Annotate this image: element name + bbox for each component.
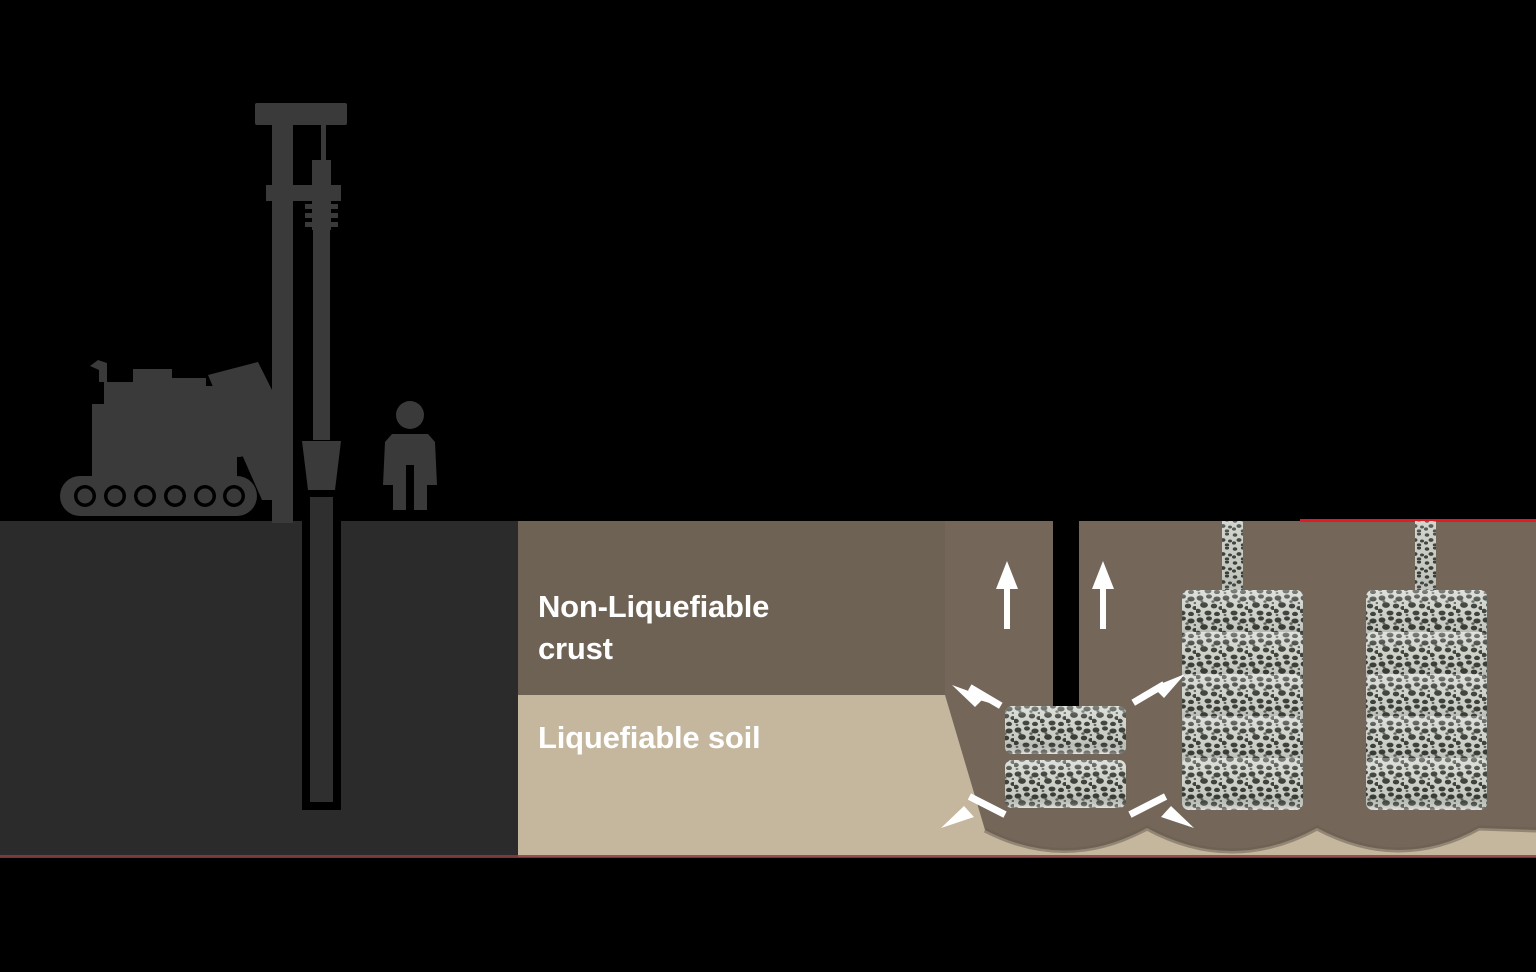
column-neck (1415, 521, 1436, 596)
stress-arrows (941, 561, 1194, 828)
aggregate-lift (1182, 674, 1303, 726)
column-completed-2 (1366, 521, 1487, 810)
uplift-arrow-right (1092, 561, 1114, 629)
aggregate-lift (1366, 758, 1487, 810)
liquefiable-soil-label: Liquefiable soil (538, 720, 760, 755)
aggregate-lift (1182, 716, 1303, 768)
crawler-wheel-hubs (77, 488, 242, 504)
drive-head (312, 160, 331, 230)
worker-body (383, 434, 437, 510)
mast-head-beam (255, 103, 347, 125)
drive-fin-2 (305, 213, 338, 218)
aggregate-lift (1005, 706, 1126, 754)
cab-window (183, 394, 203, 414)
improved-ground-base-shading (983, 825, 1536, 854)
exhaust-pipe (90, 360, 107, 382)
aggregate-lift (1366, 716, 1487, 768)
rig-boom (208, 362, 292, 500)
section-bottom-accent-rule (0, 855, 1536, 858)
worker-head (396, 401, 424, 429)
aggregate-lift (1366, 632, 1487, 684)
worker-silhouette (383, 401, 437, 510)
surface-accent-rule (1300, 519, 1536, 522)
column-completed-1 (1182, 521, 1303, 810)
aggregate-lift (1366, 590, 1487, 642)
dark-soil-block (0, 521, 518, 857)
drill-rod (313, 225, 330, 440)
drive-fin-3 (305, 222, 338, 227)
soil-layer-labels: Non-Liquefiable crust Liquefiable soil (538, 589, 769, 755)
drive-fin-1 (305, 204, 338, 209)
crawler-main-body (92, 415, 237, 480)
crust-label-line2: crust (538, 631, 613, 666)
hoist-cable (321, 125, 326, 185)
lateral-arrow-lower-right (1128, 793, 1194, 828)
soil-section (0, 519, 1536, 858)
mandrel-follower (302, 441, 341, 490)
active-mandrel (1053, 521, 1079, 713)
column-neck (1222, 521, 1243, 596)
drill-rig (60, 103, 347, 523)
aggregate-lift (1005, 760, 1126, 808)
column-in-progress (1005, 521, 1126, 808)
aggregate-lift (1182, 758, 1303, 810)
boom-pivot-pin (230, 439, 248, 457)
lateral-arrow-lower-left (941, 793, 1007, 828)
aggregate-lift (1182, 632, 1303, 684)
installed-mandrel-shaft (302, 490, 341, 810)
crust-label-line1: Non-Liquefiable (538, 589, 769, 624)
mandrel-shaft-fill (310, 497, 333, 802)
lateral-arrow-upper-left (952, 684, 1003, 709)
lateral-arrow-upper-right (1131, 674, 1185, 706)
uplift-arrow-left (996, 561, 1018, 629)
aggregate-lift (1182, 590, 1303, 642)
aggregate-lift (1366, 674, 1487, 726)
